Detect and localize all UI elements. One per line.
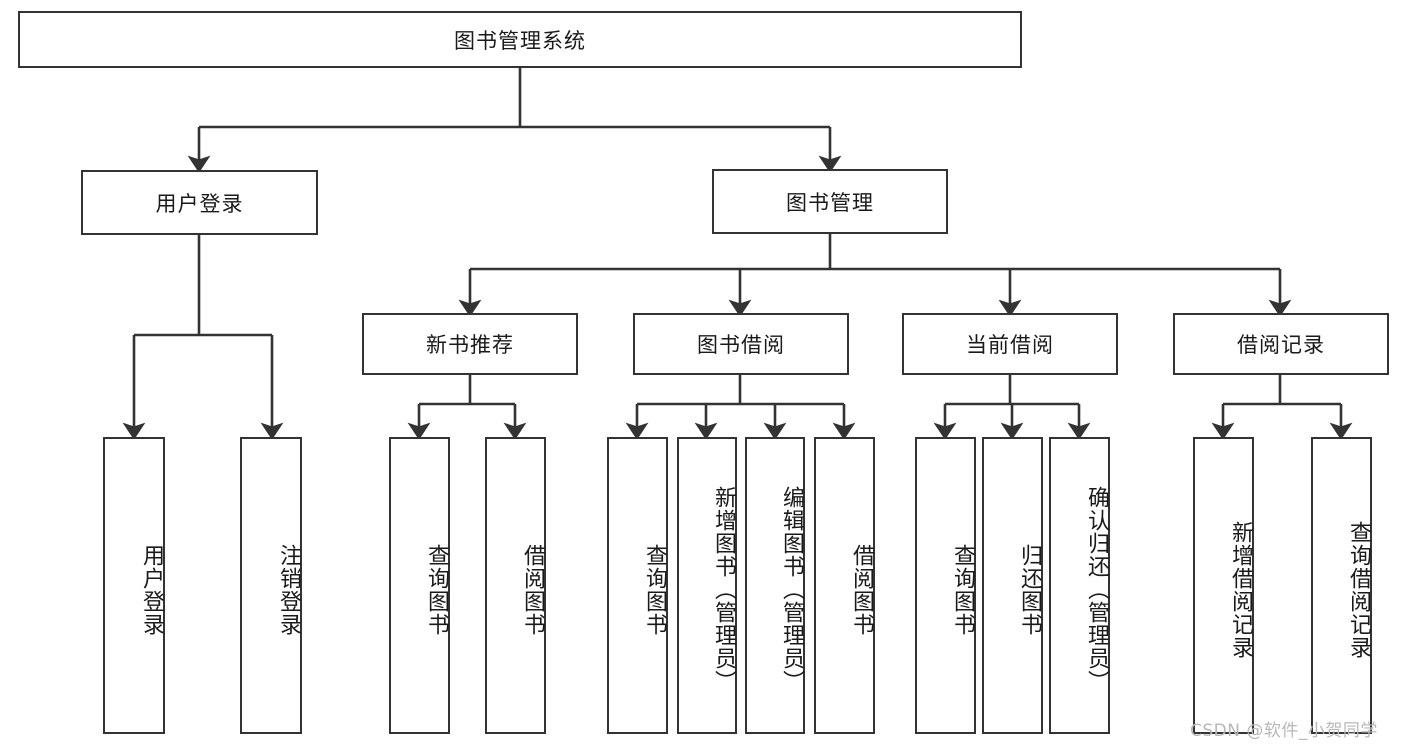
node-leaf-return-book[interactable]: 归还图书 (982, 437, 1043, 734)
node-label: 查询图书 (950, 543, 975, 636)
node-label: 新书推荐 (426, 333, 514, 357)
node-label: 图书借阅 (697, 333, 785, 357)
node-label: 当前借阅 (966, 333, 1054, 357)
node-leaf-borrow-book-newbook[interactable]: 借阅图书 (485, 437, 546, 734)
node-leaf-confirm-return-admin[interactable]: 确认归还（管理员） (1049, 437, 1110, 734)
node-label: 用户登录 (155, 191, 244, 216)
node-leaf-logout[interactable]: 注销登录 (240, 437, 302, 734)
node-leaf-borrow-book-borrow[interactable]: 借阅图书 (814, 437, 875, 734)
node-label: 图书管理 (786, 190, 874, 215)
node-leaf-user-login[interactable]: 用户登录 (103, 437, 165, 734)
node-current-borrow[interactable]: 当前借阅 (902, 313, 1118, 375)
node-label: 借阅记录 (1237, 333, 1325, 357)
node-label: 用户登录 (139, 543, 164, 636)
node-label: 归还图书 (1017, 543, 1042, 636)
node-book-management[interactable]: 图书管理 (712, 169, 948, 234)
node-leaf-query-book-newbook[interactable]: 查询图书 (389, 437, 450, 734)
node-label: 新增借阅记录 (1228, 520, 1253, 659)
node-label: 查询图书 (424, 543, 449, 636)
node-borrow-record[interactable]: 借阅记录 (1173, 313, 1389, 375)
node-label: 注销登录 (276, 543, 301, 636)
node-root-book-management-system[interactable]: 图书管理系统 (18, 11, 1022, 68)
node-label: 借阅图书 (520, 543, 545, 636)
node-leaf-add-borrow-record[interactable]: 新增借阅记录 (1193, 437, 1254, 734)
node-label: 查询借阅记录 (1346, 520, 1371, 659)
node-book-borrow[interactable]: 图书借阅 (633, 313, 849, 375)
csdn-watermark: CSDN @软件_小贺同学 (1190, 721, 1378, 741)
node-leaf-query-borrow-record[interactable]: 查询借阅记录 (1311, 437, 1372, 734)
node-label: 新增图书（管理员） (711, 486, 736, 693)
node-leaf-add-book-admin[interactable]: 新增图书（管理员） (677, 437, 737, 734)
node-user-login[interactable]: 用户登录 (81, 170, 318, 235)
node-label: 图书管理系统 (454, 28, 586, 53)
node-label: 借阅图书 (849, 543, 874, 636)
node-label: 查询图书 (642, 543, 667, 636)
node-label: 确认归还（管理员） (1084, 486, 1109, 693)
node-leaf-query-book-current[interactable]: 查询图书 (915, 437, 976, 734)
node-leaf-edit-book-admin[interactable]: 编辑图书（管理员） (745, 437, 805, 734)
node-label: 编辑图书（管理员） (779, 486, 804, 693)
node-leaf-query-book-borrow[interactable]: 查询图书 (607, 437, 668, 734)
node-new-book-recommend[interactable]: 新书推荐 (362, 313, 578, 375)
